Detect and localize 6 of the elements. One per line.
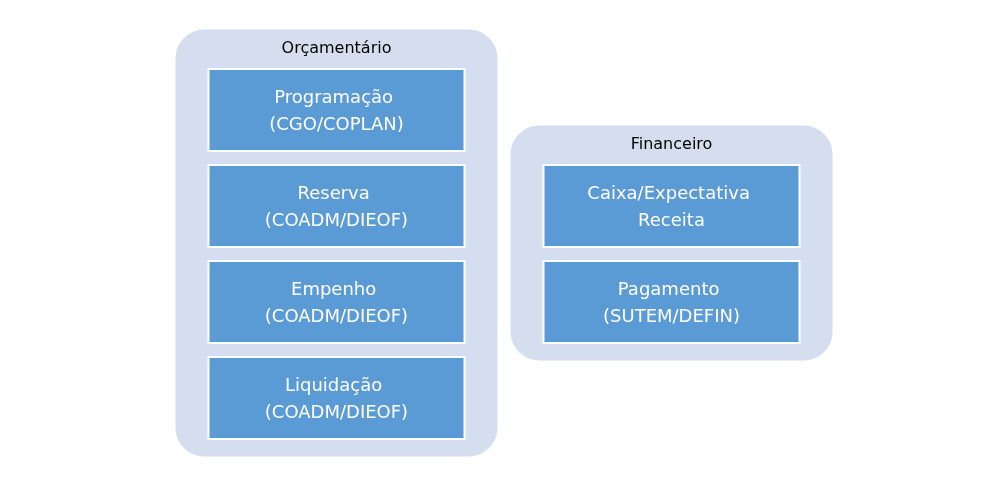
node-box: Reserva (COADM/DIEOF) <box>207 164 466 248</box>
node-box: Pagamento (SUTEM/DEFIN) <box>542 260 801 344</box>
node-box: Liquidação (COADM/DIEOF) <box>207 356 466 440</box>
node-box: Programação (CGO/COPLAN) <box>207 68 466 152</box>
node-box: Empenho (COADM/DIEOF) <box>207 260 466 344</box>
node-box: Caixa/Expectativa Receita <box>542 164 801 248</box>
